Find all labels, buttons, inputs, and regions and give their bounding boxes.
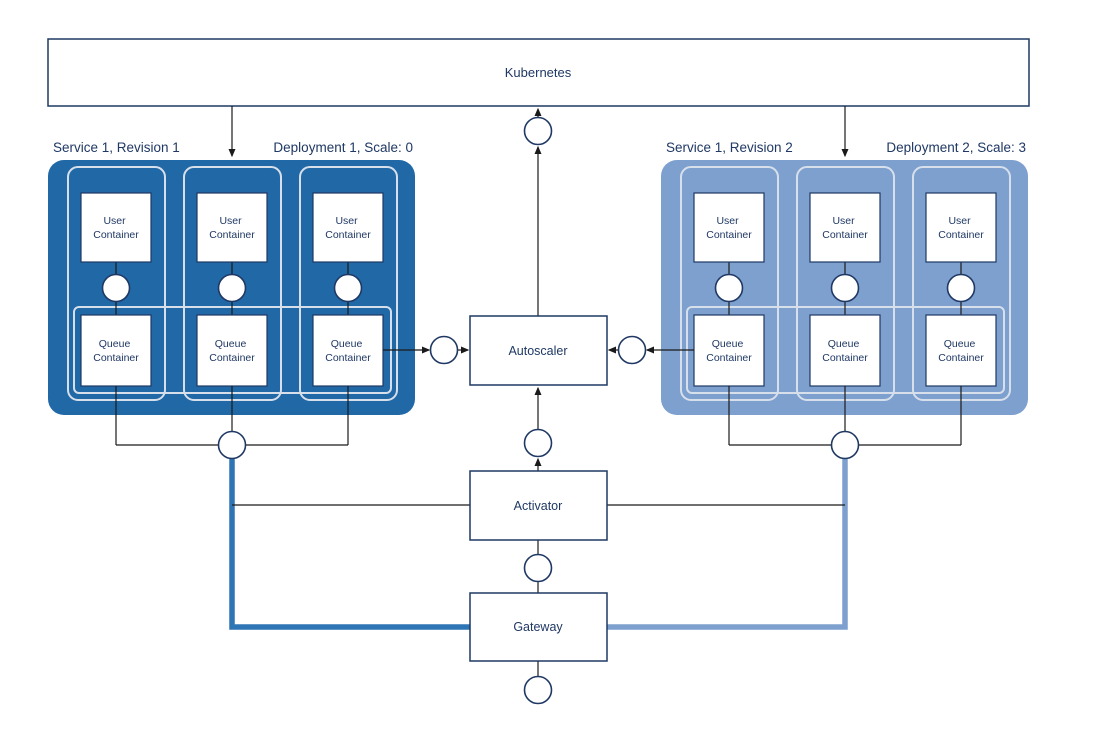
user-container-box bbox=[312, 192, 384, 263]
gateway-box bbox=[469, 592, 608, 662]
queue-container-box bbox=[80, 314, 152, 387]
queue-container-box bbox=[809, 314, 881, 387]
service-revision-label: Service 1, Revision 2 bbox=[666, 140, 793, 155]
user-container-label: User Container bbox=[209, 215, 255, 241]
user-container-label: User Container bbox=[938, 215, 984, 241]
service-revision-label: Service 1, Revision 1 bbox=[53, 140, 180, 155]
user-container-label: User Container bbox=[93, 215, 139, 241]
connector-circle bbox=[830, 430, 860, 460]
revision-1-group: Service 1, Revision 1 Deployment 1, Scal… bbox=[48, 140, 415, 415]
autoscaler-label: Autoscaler bbox=[508, 344, 567, 358]
connector-circle bbox=[523, 675, 553, 705]
pod-port-circle bbox=[333, 273, 363, 303]
user-container-box bbox=[693, 192, 765, 263]
connector-circle bbox=[429, 335, 459, 365]
queue-container-label: Queue Container bbox=[822, 338, 868, 364]
pod-port-circle bbox=[830, 273, 860, 303]
connector-circle bbox=[523, 116, 553, 146]
queue-container-label: Queue Container bbox=[938, 338, 984, 364]
queue-container-box bbox=[196, 314, 268, 387]
queue-container-label: Queue Container bbox=[93, 338, 139, 364]
queue-container-label: Queue Container bbox=[209, 338, 255, 364]
pod-port-circle bbox=[217, 273, 247, 303]
connector-circle bbox=[523, 553, 553, 583]
queue-container-box bbox=[693, 314, 765, 387]
connector-circle bbox=[617, 335, 647, 365]
kubernetes-box bbox=[47, 38, 1030, 107]
activator-label: Activator bbox=[514, 499, 563, 513]
user-container-box bbox=[925, 192, 997, 263]
revision-2-route-line bbox=[607, 458, 848, 630]
user-container-box bbox=[809, 192, 881, 263]
kubernetes-label: Kubernetes bbox=[505, 65, 572, 80]
user-container-label: User Container bbox=[822, 215, 868, 241]
gateway-label: Gateway bbox=[513, 620, 563, 634]
user-container-box bbox=[196, 192, 268, 263]
user-container-label: User Container bbox=[706, 215, 752, 241]
queue-container-box bbox=[312, 314, 384, 387]
connector-circle bbox=[523, 428, 553, 458]
pod-port-circle bbox=[946, 273, 976, 303]
user-container-label: User Container bbox=[325, 215, 371, 241]
queue-container-label: Queue Container bbox=[706, 338, 752, 364]
queue-container-box bbox=[925, 314, 997, 387]
connector-circle bbox=[217, 430, 247, 460]
deployment-scale-label: Deployment 1, Scale: 0 bbox=[273, 140, 413, 155]
revision-1-route-line bbox=[229, 458, 470, 630]
user-container-box bbox=[80, 192, 152, 263]
deployment-scale-label: Deployment 2, Scale: 3 bbox=[886, 140, 1026, 155]
revision-2-group: Service 1, Revision 2 Deployment 2, Scal… bbox=[661, 140, 1028, 415]
activator-box bbox=[469, 470, 608, 541]
pod-port-circle bbox=[101, 273, 131, 303]
autoscaler-box bbox=[469, 315, 608, 386]
queue-container-label: Queue Container bbox=[325, 338, 371, 364]
pod-port-circle bbox=[714, 273, 744, 303]
